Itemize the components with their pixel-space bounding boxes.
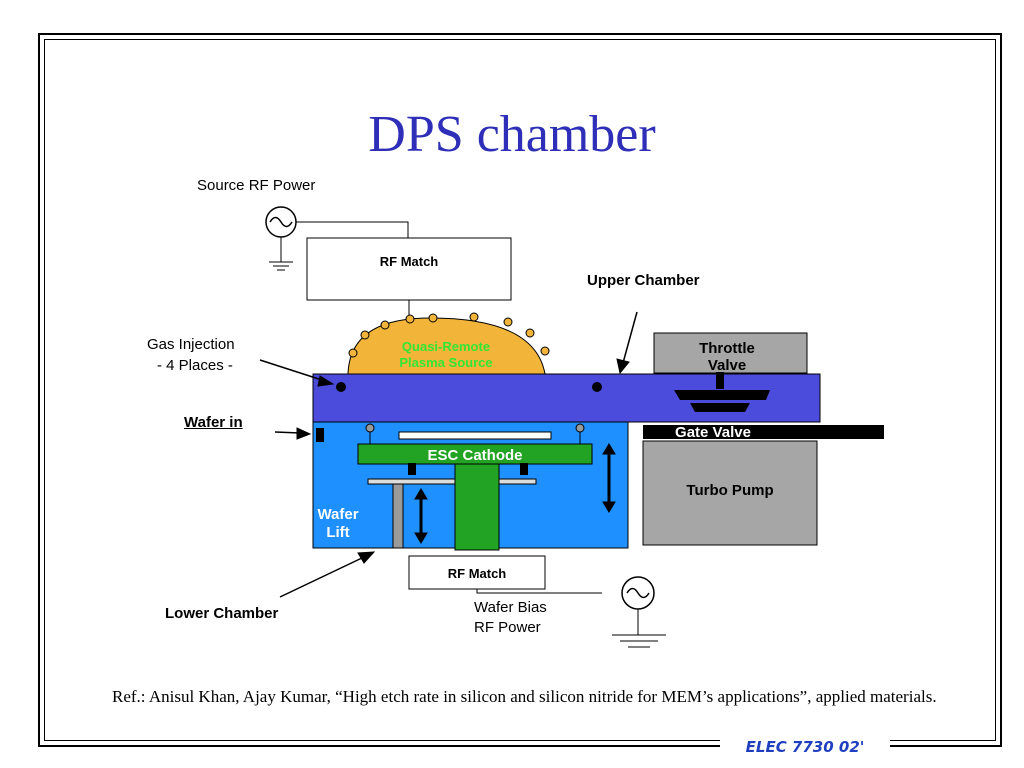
throttle-valve-box xyxy=(653,332,808,374)
cathode-stem xyxy=(454,463,500,551)
rf-match-top-box xyxy=(306,237,512,301)
slide-frame-inner xyxy=(44,39,996,741)
gas-injection-places-label: - 4 Places - xyxy=(157,357,233,374)
rf-match-bottom-label: RF Match xyxy=(448,566,507,581)
wafer-lift-rod xyxy=(392,483,404,549)
throttle-valve-label-1: Throttle xyxy=(699,340,755,357)
plasma-source-label-2: Plasma Source xyxy=(399,355,492,370)
wafer-lift-label-1: Wafer xyxy=(317,506,358,523)
plasma-coil-dots xyxy=(348,312,550,358)
gate-valve-label: Gate Valve xyxy=(675,424,751,441)
gate-valve-bar xyxy=(643,425,884,439)
lower-chamber-label: Lower Chamber xyxy=(165,605,279,622)
turbo-pump-box xyxy=(642,440,818,546)
source-rf-generator-icon xyxy=(265,206,297,271)
rf-match-top-label: RF Match xyxy=(380,254,439,269)
esc-cathode-label: ESC Cathode xyxy=(427,447,522,464)
wafer xyxy=(398,431,552,440)
gas-injection-label: Gas Injection xyxy=(147,336,235,353)
source-rf-power-label: Source RF Power xyxy=(197,177,316,194)
slide-title: DPS chamber xyxy=(368,106,656,163)
slide-frame-outer xyxy=(38,33,1002,747)
pointer-arrows xyxy=(259,311,638,598)
wafer-bias-label-2: RF Power xyxy=(474,619,541,636)
turbo-pump-label: Turbo Pump xyxy=(686,482,773,499)
footer-course-label: ELEC 7730 02' xyxy=(720,738,890,756)
plasma-source-label-1: Quasi-Remote xyxy=(402,339,490,354)
wafer-in-label: Wafer in xyxy=(184,414,243,431)
motion-arrows xyxy=(414,443,616,544)
throttle-valve-label-2: Valve xyxy=(708,357,746,374)
upper-chamber-label: Upper Chamber xyxy=(587,272,700,289)
reference-text: Ref.: Anisul Khan, Ajay Kumar, “High etc… xyxy=(112,687,937,706)
wafer-bias-generator-icon xyxy=(612,576,666,648)
wafer-bias-label-1: Wafer Bias xyxy=(474,599,547,616)
wafer-lift-label-2: Lift xyxy=(326,524,349,541)
rf-match-bottom-box xyxy=(408,555,546,590)
